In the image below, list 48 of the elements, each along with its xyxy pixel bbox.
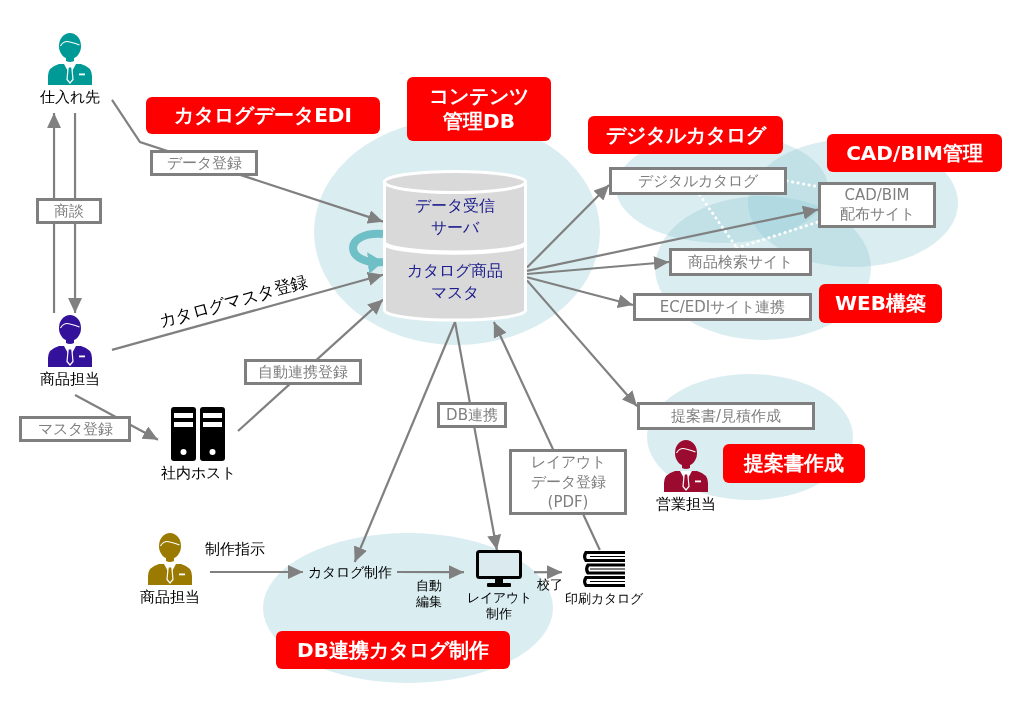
category-banner: CAD/BIM管理: [827, 134, 1002, 172]
edge-label: DB連携: [437, 402, 507, 428]
database-label: カタログ商品マスタ: [406, 260, 504, 304]
dotted-line: [698, 193, 739, 250]
edge-label: カタログマスタ登録: [156, 270, 310, 332]
arrow: [534, 565, 562, 580]
arrow: [526, 256, 670, 276]
edge-label: 自動連携登録: [244, 359, 362, 385]
edge-label: 商談: [36, 198, 102, 224]
node-label: 印刷カタログ: [565, 591, 643, 607]
category-banner: カタログデータEDI: [146, 97, 380, 134]
system-box: 提案書/見積作成: [637, 402, 815, 430]
dotted-line: [735, 220, 820, 250]
edge-label: 制作指示: [205, 540, 265, 558]
arrow: [397, 565, 464, 580]
node-label: カタログ制作: [303, 562, 397, 582]
category-banner: WEB構築: [819, 284, 942, 323]
arrow: [526, 184, 610, 269]
role-label: 営業担当: [656, 495, 716, 513]
arrow: [47, 113, 62, 313]
category-banner: DB連携カタログ制作: [276, 631, 510, 669]
category-banner: デジタルカタログ: [588, 116, 783, 154]
system-box: EC/EDIサイト連携: [633, 293, 812, 321]
node-label: 社内ホスト: [160, 464, 236, 482]
arrow: [526, 205, 819, 272]
role-label: 商品担当: [40, 370, 100, 388]
category-banner: コンテンツ管理DB: [407, 77, 551, 141]
database-label: データ受信サーバ: [414, 195, 496, 239]
role-label: 仕入れ先: [40, 88, 100, 106]
arrow: [453, 321, 502, 551]
node-label: レイアウト制作: [466, 590, 532, 622]
arrow: [526, 276, 634, 308]
edge-label: マスタ登録: [19, 416, 131, 442]
arrow: [111, 272, 384, 351]
edge-label: 自動編集: [416, 578, 443, 610]
arrow: [210, 565, 303, 579]
category-banner: 提案書作成: [723, 444, 865, 483]
edge-label: 校了: [537, 577, 563, 593]
curved-arrow: [349, 229, 383, 274]
edge-label: レイアウトデータ登録(PDF): [509, 449, 627, 515]
arrow: [68, 113, 83, 313]
system-box: 商品検索サイト: [669, 248, 812, 276]
role-label: 商品担当: [140, 588, 200, 606]
edge-label: データ登録: [150, 150, 258, 176]
arrow: [353, 321, 456, 563]
system-box: CAD/BIM配布サイト: [818, 182, 936, 228]
arrow: [526, 279, 638, 407]
system-box: デジタルカタログ: [609, 167, 787, 195]
